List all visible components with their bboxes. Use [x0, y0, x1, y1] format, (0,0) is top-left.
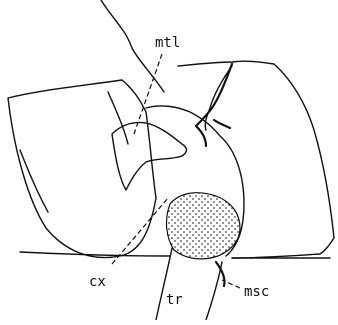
label-mtl: mtl	[155, 35, 180, 51]
cx-leader	[112, 198, 168, 264]
suture-branch-2	[196, 126, 206, 146]
left-sclerite-fold	[20, 150, 48, 212]
left-sclerite-suture	[108, 92, 128, 144]
leg-segment-left-edge	[156, 248, 172, 320]
leg-segment-right-edge	[206, 262, 222, 320]
left-sclerite	[8, 80, 156, 258]
label-cx: cx	[89, 274, 106, 290]
trochanter	[167, 193, 240, 259]
label-tr: tr	[166, 292, 183, 308]
suture-branch-1	[214, 120, 230, 128]
label-msc: msc	[244, 284, 269, 300]
ventral-margin	[20, 252, 330, 258]
